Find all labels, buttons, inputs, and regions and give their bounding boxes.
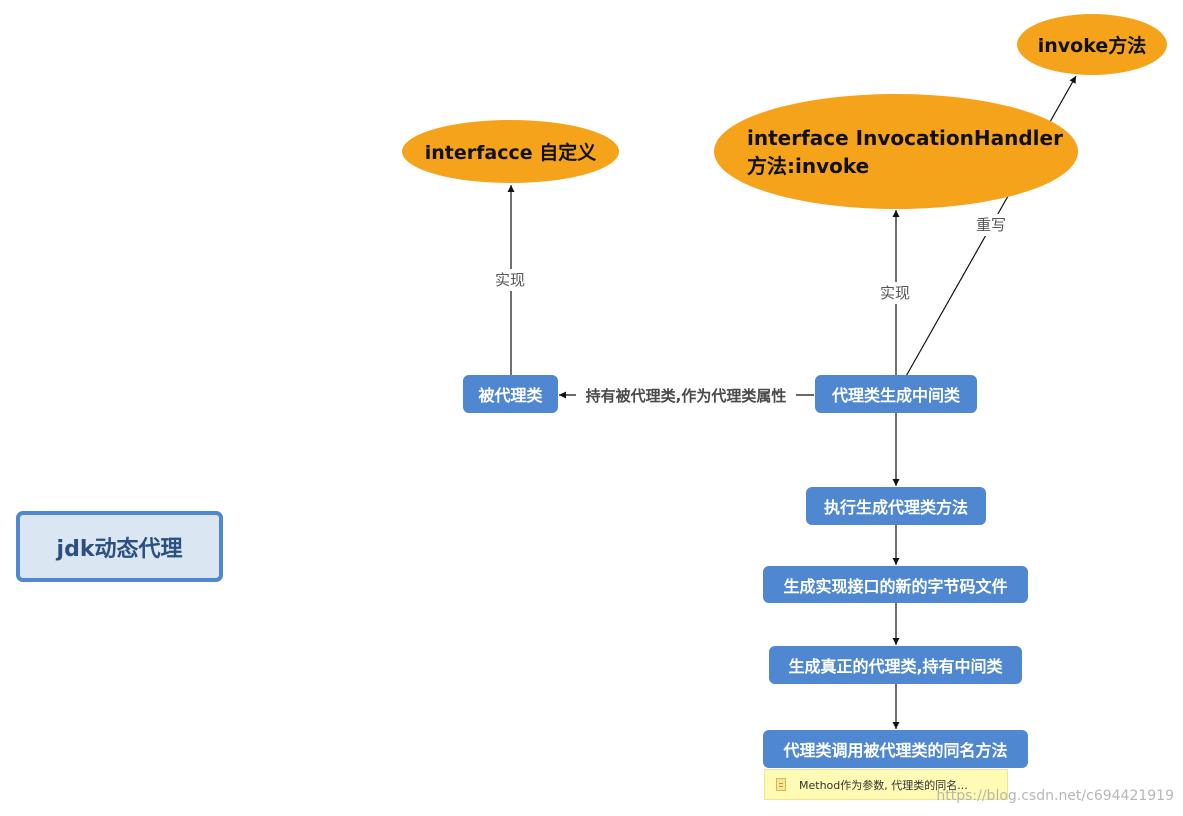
ellipse-invocation-handler-line1: interface InvocationHandler [747,125,1063,150]
node-proxy-generates-intermediate[interactable]: 代理类生成中间类 [815,375,977,413]
node-proxied-class-label: 被代理类 [478,386,543,405]
node-execute-generate-proxy-method[interactable]: 执行生成代理类方法 [806,487,986,525]
ellipse-interface-custom[interactable]: interfacce 自定义 [402,120,619,183]
root-label: jdk动态代理 [56,536,183,562]
edge-label-implements-right: 实现 [880,284,910,302]
ellipse-interface-custom-label: interfacce 自定义 [424,142,597,164]
edge-label-implements-left: 实现 [495,271,525,289]
node-generate-bytecode-file[interactable]: 生成实现接口的新的字节码文件 [763,566,1028,603]
node-proxy-calls-same-method-label: 代理类调用被代理类的同名方法 [783,741,1008,760]
note-method-as-parameter[interactable]: Method作为参数, 代理类的同名... [764,769,1008,800]
node-generate-real-proxy[interactable]: 生成真正的代理类,持有中间类 [769,646,1022,684]
watermark: https://blog.csdn.net/c694421919 [936,788,1174,804]
ellipse-invocation-handler[interactable]: interface InvocationHandler 方法:invoke [714,94,1078,209]
node-proxy-generates-intermediate-label: 代理类生成中间类 [831,386,960,405]
edge-label-override: 重写 [976,216,1006,234]
note-text: Method作为参数, 代理类的同名... [799,778,968,792]
edge-label-holds-proxied: 持有被代理类,作为代理类属性 [586,387,787,405]
node-proxied-class[interactable]: 被代理类 [463,375,558,413]
note-icon [776,778,786,791]
node-execute-generate-proxy-method-label: 执行生成代理类方法 [823,498,968,517]
node-generate-real-proxy-label: 生成真正的代理类,持有中间类 [788,657,1003,676]
ellipse-invoke-method[interactable]: invoke方法 [1017,14,1167,75]
ellipse-invoke-method-label: invoke方法 [1037,35,1147,57]
node-generate-bytecode-file-label: 生成实现接口的新的字节码文件 [783,576,1008,596]
ellipse-invocation-handler-line2: 方法:invoke [747,153,870,178]
root-node-jdk-dynamic-proxy[interactable]: jdk动态代理 [16,511,223,582]
node-proxy-calls-same-method[interactable]: 代理类调用被代理类的同名方法 [763,730,1028,768]
